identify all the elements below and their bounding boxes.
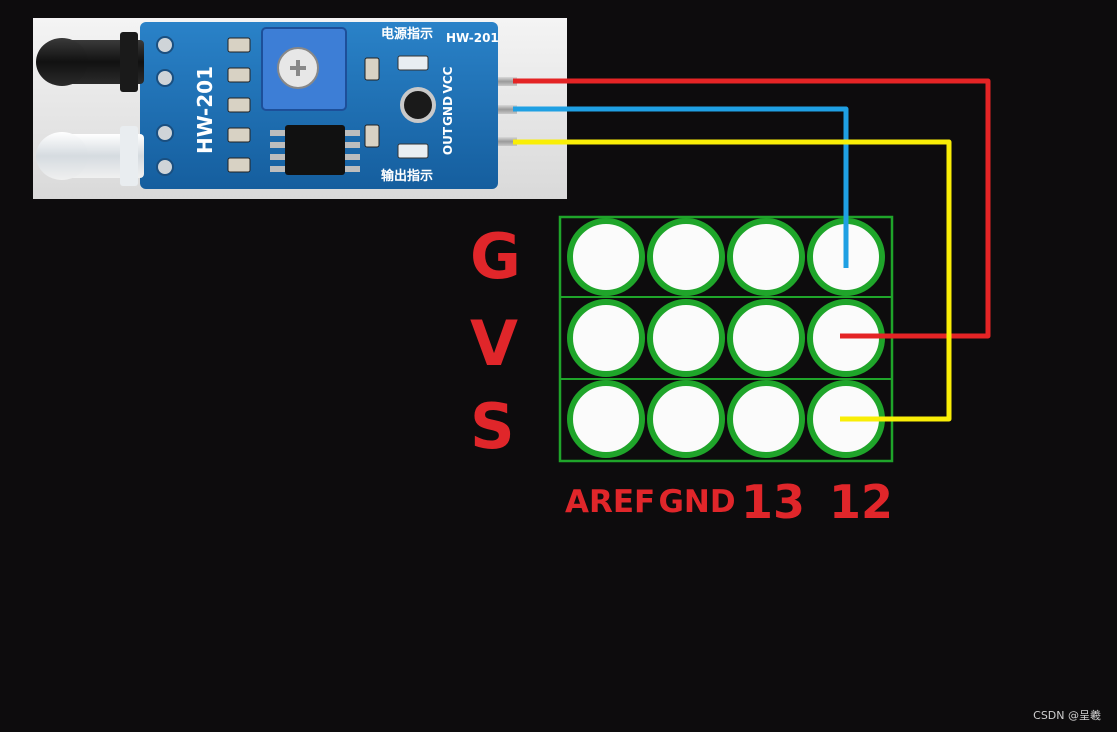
row-label-v: V bbox=[470, 307, 518, 380]
header-pad-g-aref bbox=[567, 218, 645, 296]
header-pad-s-13 bbox=[727, 380, 805, 458]
header-pad-v-gnd bbox=[647, 299, 725, 377]
header-pad-v-13 bbox=[727, 299, 805, 377]
pin-label-out: OUT bbox=[441, 126, 455, 155]
solder-pad bbox=[156, 69, 174, 87]
solder-pad bbox=[156, 124, 174, 142]
column-label-gnd: GND bbox=[658, 484, 736, 520]
board-name-silkscreen: HW-201 bbox=[193, 66, 217, 154]
comparator-ic bbox=[270, 125, 360, 175]
ir-emitter-led bbox=[36, 32, 144, 92]
watermark: CSDN @呈羲 bbox=[1033, 709, 1101, 722]
output-indicator-label: 输出指示 bbox=[381, 168, 433, 184]
row-label-g: G bbox=[470, 220, 521, 293]
pin-label-vcc: VCC bbox=[441, 66, 455, 93]
board-name-corner: HW-201 bbox=[446, 31, 499, 45]
potentiometer bbox=[261, 27, 347, 111]
pad-grid bbox=[567, 218, 885, 458]
solder-pad bbox=[156, 36, 174, 54]
power-indicator-label: 电源指示 bbox=[381, 26, 433, 42]
wire-out-yellow bbox=[513, 139, 952, 422]
pin-label-gnd: GND bbox=[441, 96, 455, 126]
grid-border bbox=[558, 215, 894, 463]
wire-vcc-red bbox=[513, 78, 991, 339]
column-label-aref: AREF bbox=[565, 484, 656, 520]
smd-components bbox=[227, 37, 380, 173]
column-label-12: 12 bbox=[828, 475, 893, 529]
power-indicator-led bbox=[397, 55, 429, 71]
column-label-13: 13 bbox=[740, 475, 805, 529]
ir-receiver-led bbox=[36, 126, 144, 186]
header-pad-g-13 bbox=[727, 218, 805, 296]
header-grid bbox=[558, 215, 894, 463]
solder-pad bbox=[156, 158, 174, 176]
header-pad-s-aref bbox=[567, 380, 645, 458]
header-pad-g-gnd bbox=[647, 218, 725, 296]
header-pad-s-gnd bbox=[647, 380, 725, 458]
sensor-module-photo: HW-201 bbox=[33, 18, 567, 199]
mounting-hole bbox=[400, 87, 436, 123]
wire-gnd-blue bbox=[513, 106, 849, 268]
output-indicator-led bbox=[397, 143, 429, 159]
row-label-s: S bbox=[470, 390, 515, 463]
wires bbox=[513, 78, 991, 422]
header-pad-v-aref bbox=[567, 299, 645, 377]
